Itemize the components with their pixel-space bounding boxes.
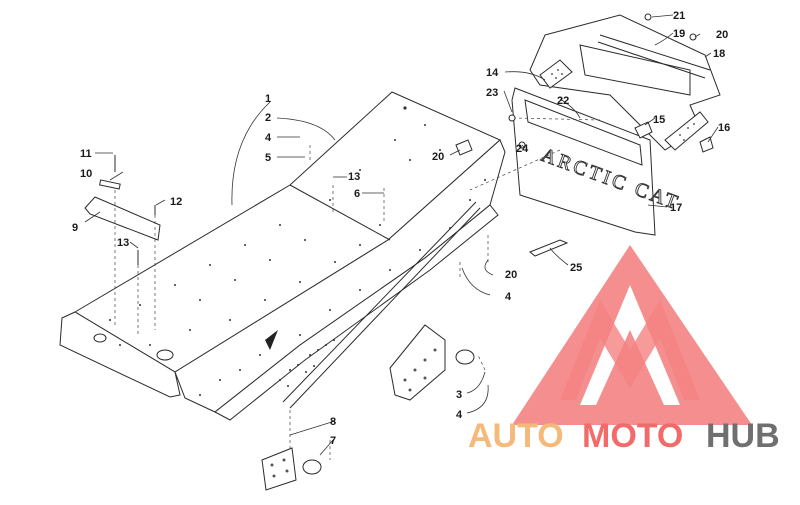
callout-2: 2 [265,112,271,124]
snow-flap-body [511,87,656,236]
tunnel-rear-slot [93,333,107,343]
reflector-triangle [265,330,278,350]
grip-pad-left [539,59,573,89]
snow-flap-frame [524,99,643,166]
watermark-m-shape [560,300,700,400]
tunnel-running-board [214,204,499,421]
callout-20-top: 20 [716,29,728,41]
callout-labels: 1 2 4 5 13 6 11 10 12 9 13 20 20 4 25 3 … [72,10,730,447]
callout-12: 12 [170,196,182,208]
washer-7 [302,459,322,475]
callout-23: 23 [486,87,498,99]
bumper-crossbar [597,34,711,79]
callout-11: 11 [80,148,92,160]
deck-rivets [109,106,441,346]
bracket-assembly-left [84,155,161,265]
callout-1: 1 [265,93,271,105]
tunnel-assembly [59,91,506,421]
bolt-20-top [689,33,697,41]
plate-8-assembly [261,447,322,491]
callout-4-mid: 4 [505,291,512,303]
callout-9: 9 [72,222,78,234]
tunnel-seam [289,184,391,241]
callout-10: 10 [80,168,92,180]
callout-14: 14 [486,67,499,79]
callout-22: 22 [557,95,569,107]
tunnel-left-flange [59,311,181,398]
side-rivets [199,179,486,396]
shim-25 [529,239,569,257]
washer-3 [455,349,475,365]
footrest-bracket [389,324,475,401]
callout-19: 19 [673,28,685,40]
callout-13-left: 13 [117,237,129,249]
callout-7: 7 [330,435,336,447]
callout-24: 24 [516,143,529,155]
tunnel-rear-hole [156,349,174,361]
callout-20-mid: 20 [432,151,444,163]
footrest-bracket-body [389,324,446,401]
strap-10 [99,179,121,190]
grip-pad-right [664,111,709,151]
nut-23 [508,114,516,122]
leader-lines [84,14,719,456]
watermark-text-moto: MOTO [582,417,683,455]
callout-18: 18 [713,48,725,60]
callout-16: 16 [718,122,730,134]
watermark-text-auto: AUTO [468,417,564,455]
clamp-20 [455,139,473,156]
plate-8-holes [270,458,289,478]
dashed-guide-lines [114,117,601,460]
callout-25: 25 [570,262,582,274]
watermark-logo [512,245,752,425]
bolt-21 [644,13,652,21]
rear-bumper [455,13,721,156]
plate-8 [261,447,297,491]
bumper-end-cap-15 [634,121,653,139]
callout-8: 8 [330,416,336,428]
bracket-9 [84,196,161,241]
callout-4-top: 4 [265,132,272,144]
grip-pad-dots [551,69,695,141]
callout-13-right: 13 [348,171,360,183]
footrest-holes [403,348,437,392]
callout-15: 15 [653,114,665,126]
running-board-rail [282,201,481,409]
callout-20-lower: 20 [505,269,517,281]
watermark-triangle [512,245,752,425]
bumper-end-cap-16 [699,136,714,153]
watermark-text-hub: HUB [706,417,780,455]
callout-17: 17 [670,202,682,214]
bumper-inner-cutout [579,44,691,96]
callout-6: 6 [354,188,360,200]
callout-3: 3 [456,389,462,401]
callout-5: 5 [265,152,271,164]
callout-21: 21 [673,10,685,22]
callout-4-bottom: 4 [456,409,463,421]
